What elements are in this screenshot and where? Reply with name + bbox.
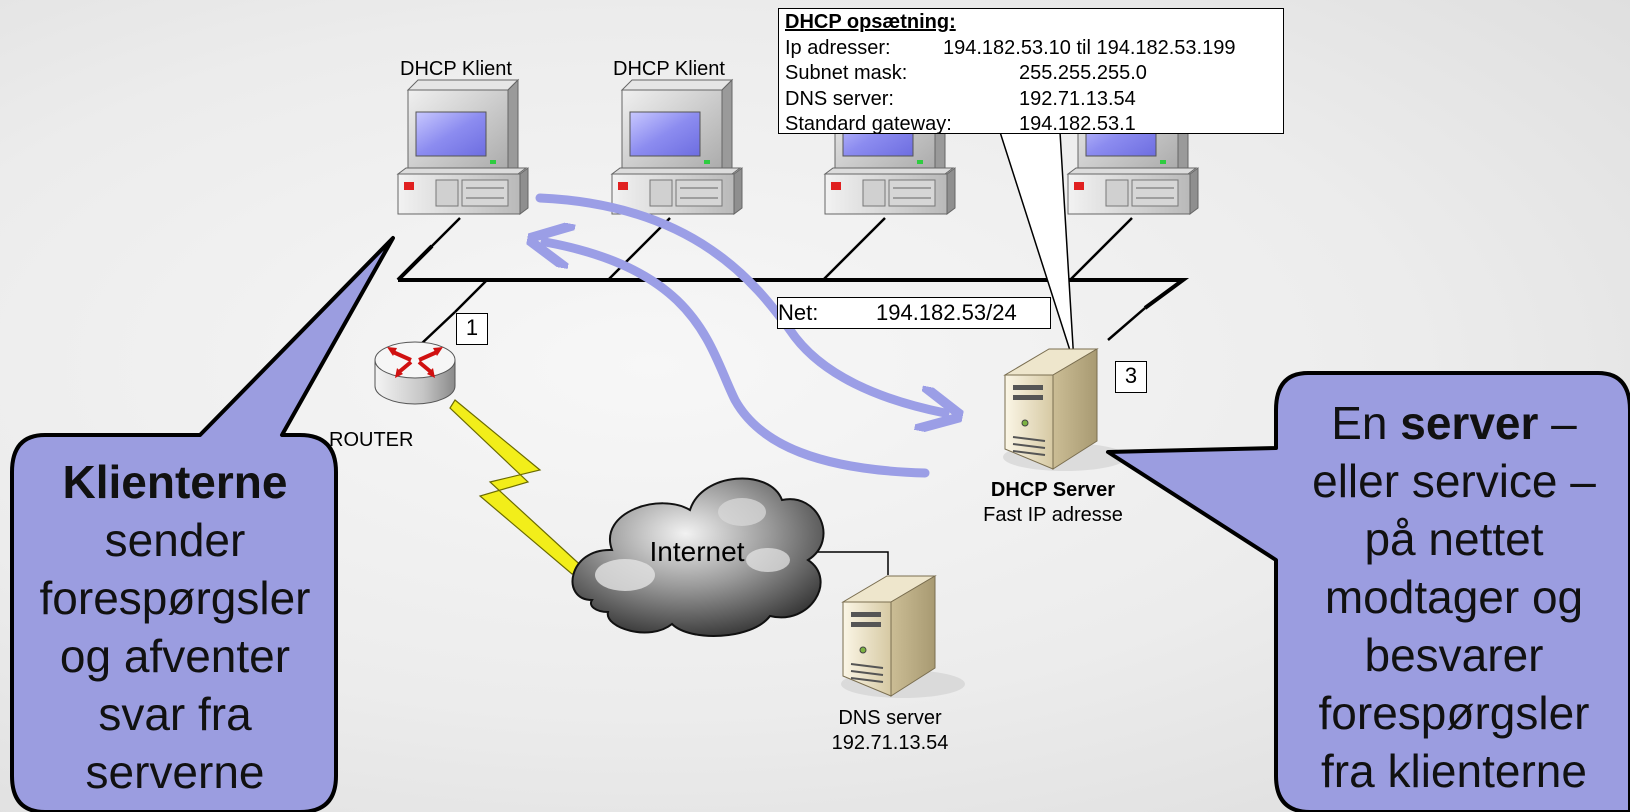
client-label: DHCP Klient	[400, 58, 512, 80]
right-callout-line: på nettet	[1364, 513, 1544, 565]
lan-drops	[397, 217, 1146, 341]
router-link	[419, 311, 456, 346]
right-callout-line: besvarer	[1364, 629, 1544, 681]
network-box: Net: 194.182.53/24	[777, 297, 1051, 329]
right-callout-line: forespørgsler	[1318, 687, 1590, 739]
right-callout-line: eller service –	[1312, 455, 1596, 507]
left-callout-line: sender	[104, 514, 246, 566]
network-key: Net:	[778, 300, 819, 325]
config-value: 194.182.53.10 til 194.182.53.199	[943, 36, 1236, 59]
router-marker: 1	[456, 313, 488, 345]
left-callout-bold: Klienterne	[62, 456, 288, 508]
config-value: 194.182.53.1	[1019, 113, 1136, 135]
left-callout-line: svar fra	[98, 688, 252, 740]
right-callout-pre: En	[1331, 397, 1401, 449]
right-callout-line: fra klienterne	[1321, 745, 1587, 797]
dhcp-server-note: Fast IP adresse	[983, 504, 1123, 526]
left-callout-line: forespørgsler	[39, 572, 311, 624]
config-value: 255.255.255.0	[1019, 62, 1147, 84]
config-row: Subnet mask: 255.255.255.0	[785, 61, 1283, 87]
config-key: DNS server:	[785, 87, 894, 110]
left-callout-line: og afventer	[59, 630, 291, 682]
left-callout-text: Klienterne sender forespørgsler og afven…	[16, 453, 334, 801]
router-icon	[374, 341, 456, 405]
network-value: 194.182.53/24	[876, 300, 1017, 325]
client-label: DHCP Klient	[613, 58, 725, 80]
config-row: Standard gateway: 194.182.53.1	[785, 112, 1283, 138]
dns-link	[795, 551, 889, 575]
dhcp-server-marker: 3	[1115, 361, 1147, 393]
config-key: Subnet mask:	[785, 62, 908, 84]
config-row: Ip adresser: 194.182.53.10 til 194.182.5…	[785, 36, 1283, 62]
config-key: Standard gateway:	[785, 113, 952, 135]
right-callout-post: –	[1538, 397, 1577, 449]
right-callout-line: modtager og	[1324, 571, 1584, 623]
right-callout-text: En server – eller service – på nettet mo…	[1280, 394, 1628, 800]
left-callout-line: serverne	[85, 746, 265, 798]
wan-link-bolt-icon	[449, 399, 590, 575]
config-value: 192.71.13.54	[1019, 87, 1136, 110]
config-row: DNS server: 192.71.13.54	[785, 87, 1283, 113]
dhcp-server-icon	[1003, 348, 1127, 471]
dhcp-config-title: DHCP opsætning:	[785, 11, 956, 33]
right-callout-bubble	[1106, 371, 1630, 812]
right-callout-bold: server	[1400, 397, 1539, 449]
dns-server-name: DNS server	[838, 707, 942, 729]
internet-label: Internet	[649, 536, 745, 567]
dns-server-icon	[841, 575, 965, 698]
dns-server-ip: 192.71.13.54	[831, 732, 949, 754]
computer-icon	[610, 78, 743, 215]
dhcp-server-name: DHCP Server	[990, 479, 1116, 501]
router-label: ROUTER	[329, 429, 414, 451]
internet-cloud-icon	[571, 477, 825, 637]
computer-icon	[396, 78, 529, 215]
response-arrow	[545, 242, 930, 478]
config-key: Ip adresser:	[785, 36, 891, 59]
dhcp-config-box: DHCP opsætning: Ip adresser: 194.182.53.…	[778, 8, 1284, 135]
